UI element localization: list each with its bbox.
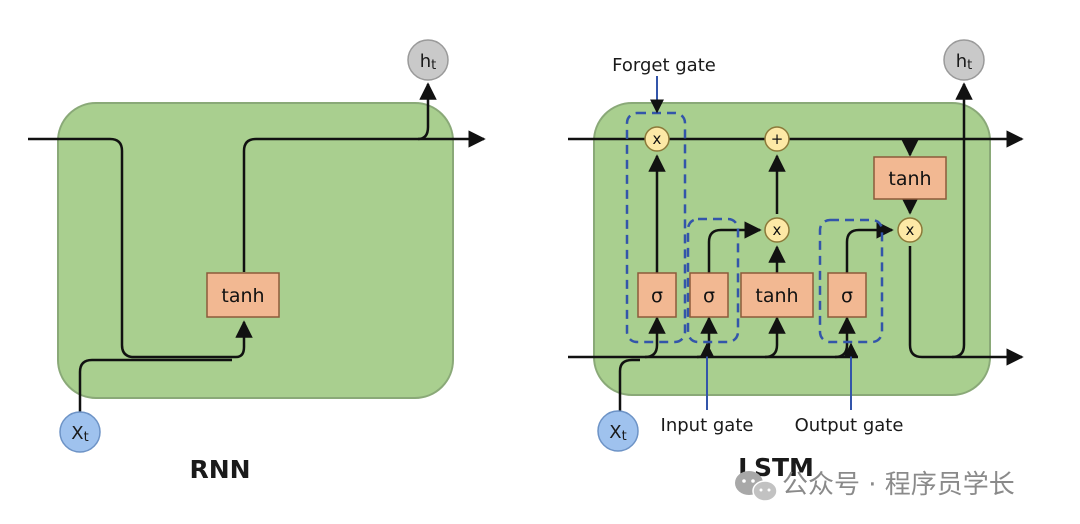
rnn-output-line xyxy=(417,82,437,141)
state-tanh-label: tanh xyxy=(888,168,931,190)
rnn-title: RNN xyxy=(189,455,250,484)
svg-text:Xt: Xt xyxy=(609,422,626,444)
rnn-hidden-in-line xyxy=(28,137,253,359)
candidate-tanh-block xyxy=(740,272,814,318)
forget-mult-label: x xyxy=(653,130,662,148)
input-sigma-block xyxy=(689,272,729,318)
rnn-diagram: tanh ht Xt RNN xyxy=(28,39,486,484)
lstm-output-line xyxy=(951,82,973,359)
rnn-output-sub: t xyxy=(431,58,436,73)
output-mult-op xyxy=(897,217,923,243)
svg-text:ht: ht xyxy=(420,51,437,73)
svg-text:ht: ht xyxy=(956,51,973,73)
lstm-input-line xyxy=(618,358,640,416)
rnn-tanh-out-line xyxy=(242,130,486,272)
lstm-output-sub: t xyxy=(967,58,972,73)
lstm-output-up xyxy=(845,221,894,273)
svg-text:Xt: Xt xyxy=(71,423,88,445)
add-op-label: + xyxy=(771,130,784,148)
lstm-input-node xyxy=(597,410,639,452)
lstm-input-label: X xyxy=(609,422,621,443)
output-gate-label: Output gate xyxy=(795,415,904,436)
add-op xyxy=(764,126,790,152)
output-sigma-block xyxy=(827,272,867,318)
rnn-cell xyxy=(57,102,454,399)
rnn-input-label: X xyxy=(71,423,83,444)
rnn-tanh-label: tanh xyxy=(221,285,264,307)
forget-sigma-label: σ xyxy=(651,285,663,307)
lstm-hidden-out-line xyxy=(908,246,1024,366)
input-gate-label: Input gate xyxy=(661,415,754,436)
rnn-input-node xyxy=(59,411,101,453)
lstm-diagram: σ σ tanh σ tanh x + x x ht Xt Forget gat… xyxy=(568,39,1024,482)
rnn-tanh-block xyxy=(206,272,280,318)
forget-mult-op xyxy=(644,126,670,152)
wechat-icon xyxy=(735,471,778,502)
lstm-output-label: h xyxy=(956,51,967,72)
lstm-input-sub: t xyxy=(622,429,627,444)
rnn-input-line xyxy=(78,358,232,418)
rnn-output-label: h xyxy=(420,51,431,72)
candidate-tanh-label: tanh xyxy=(755,285,798,307)
input-sigma-label: σ xyxy=(703,285,715,307)
forget-gate-label: Forget gate xyxy=(612,55,716,76)
input-mult-op xyxy=(764,217,790,243)
lstm-input-up xyxy=(707,221,762,273)
rnn-output-node xyxy=(407,39,449,81)
forget-sigma-block xyxy=(637,272,677,318)
output-mult-label: x xyxy=(906,221,915,239)
lstm-output-node xyxy=(943,39,985,81)
input-mult-label: x xyxy=(773,221,782,239)
lstm-tanh-branch xyxy=(764,316,786,359)
output-sigma-label: σ xyxy=(841,285,853,307)
watermark-text: 公众号 · 程序员学长 xyxy=(782,470,1015,500)
output-gate-box xyxy=(818,218,884,344)
watermark: 公众号 · 程序员学长 xyxy=(735,470,1015,502)
input-gate-box xyxy=(686,217,740,344)
rnn-input-sub: t xyxy=(84,430,89,445)
lstm-forget-branch xyxy=(644,316,666,359)
state-tanh-block xyxy=(873,156,947,200)
